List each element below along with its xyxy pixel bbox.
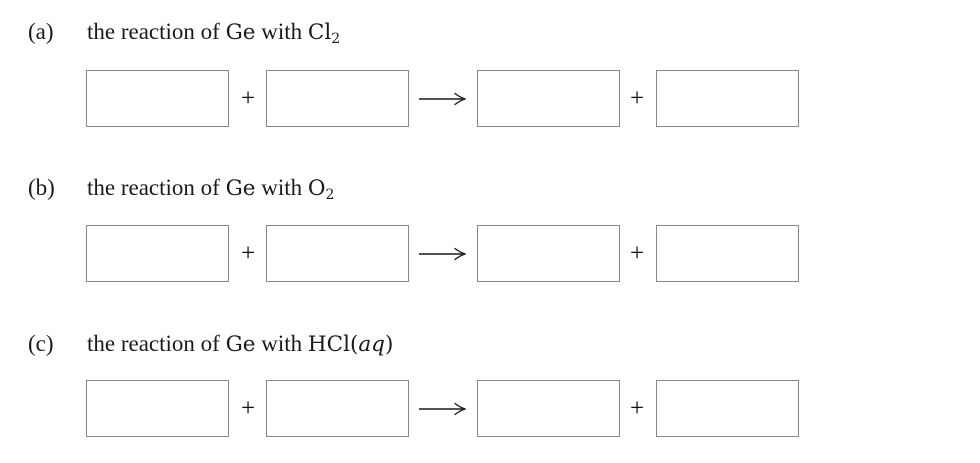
reaction-arrow-icon: [418, 246, 468, 262]
question-a-equation-row: + +: [0, 70, 980, 127]
formula-close-paren: ): [384, 332, 394, 357]
question-c-product-1-box[interactable]: [477, 380, 620, 437]
prompt-text: with: [255, 331, 308, 356]
question-c-equation-row: + +: [0, 380, 980, 437]
question-a-product-2-box[interactable]: [656, 70, 799, 127]
prompt-text: the reaction of: [87, 19, 226, 44]
question-b-label: (b): [28, 175, 55, 200]
formula-o2-subscript: 2: [325, 187, 335, 203]
reaction-arrow-icon: [418, 401, 468, 417]
question-b-product-1-box[interactable]: [477, 225, 620, 282]
question-b-heading: (b) the reaction of Ge with O2: [0, 174, 980, 202]
formula-ge: Ge: [225, 20, 256, 45]
question-c-prompt: the reaction of Ge with HCl(aq): [87, 330, 393, 359]
formula-o2-base: O: [307, 176, 326, 201]
reaction-arrow-icon: [418, 91, 468, 107]
question-c-label: (c): [28, 331, 54, 356]
prompt-text: with: [255, 19, 308, 44]
question-a-label: (a): [28, 19, 54, 44]
plus-operator: +: [629, 240, 645, 267]
formula-ge: Ge: [225, 332, 256, 357]
question-a-heading: (a) the reaction of Ge with Cl2: [0, 18, 980, 46]
plus-operator: +: [240, 240, 256, 267]
question-a-reactant-2-box[interactable]: [266, 70, 409, 127]
question-a-prompt: the reaction of Ge with Cl2: [87, 18, 340, 47]
plus-operator: +: [240, 395, 256, 422]
formula-hcl-base: HCl(: [307, 332, 359, 357]
question-c-reactant-1-box[interactable]: [86, 380, 229, 437]
question-a-reactant-1-box[interactable]: [86, 70, 229, 127]
plus-operator: +: [629, 395, 645, 422]
question-b-product-2-box[interactable]: [656, 225, 799, 282]
question-c-product-2-box[interactable]: [656, 380, 799, 437]
formula-aq-state: aq: [358, 332, 385, 357]
question-b-reactant-2-box[interactable]: [266, 225, 409, 282]
question-b-reactant-1-box[interactable]: [86, 225, 229, 282]
question-b-equation-row: + +: [0, 225, 980, 282]
question-c-reactant-2-box[interactable]: [266, 380, 409, 437]
formula-ge: Ge: [225, 176, 256, 201]
prompt-text: the reaction of: [87, 331, 226, 356]
plus-operator: +: [629, 85, 645, 112]
question-a-product-1-box[interactable]: [477, 70, 620, 127]
formula-cl2-base: Cl: [307, 20, 332, 45]
question-c-heading: (c) the reaction of Ge with HCl(aq): [0, 330, 980, 358]
formula-cl2-subscript: 2: [331, 31, 341, 47]
prompt-text: with: [255, 175, 308, 200]
question-b-prompt: the reaction of Ge with O2: [87, 174, 334, 203]
plus-operator: +: [240, 85, 256, 112]
prompt-text: the reaction of: [87, 175, 226, 200]
